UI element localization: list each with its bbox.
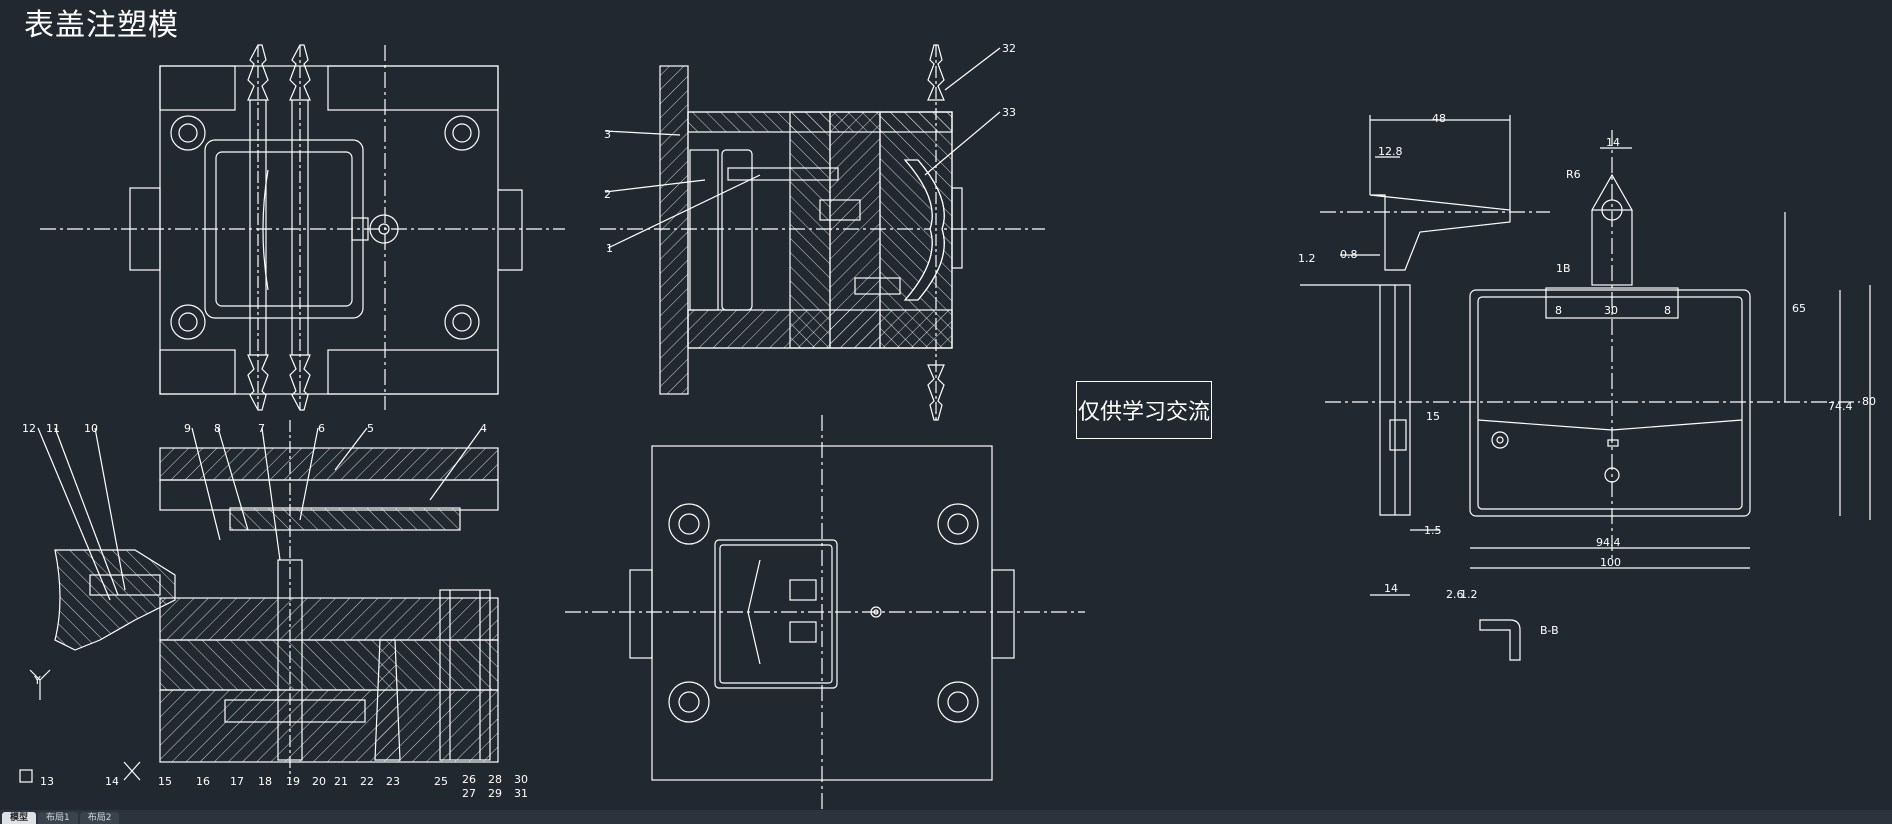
part-label-7: 7 xyxy=(258,422,265,435)
section-label-bb: B-B xyxy=(1540,624,1559,637)
part-label-26: 26 xyxy=(462,773,476,786)
part-label-14: 14 xyxy=(105,775,119,788)
part-label-19: 19 xyxy=(286,775,300,788)
dim-8-right: 8 xyxy=(1664,304,1671,317)
part-label-29: 29 xyxy=(488,787,502,800)
part-label-3: 3 xyxy=(604,128,611,141)
part-label-6: 6 xyxy=(318,422,325,435)
part-label-28: 28 xyxy=(488,773,502,786)
part-label-4: 4 xyxy=(480,422,487,435)
dim-1-2: 1.2 xyxy=(1298,252,1316,265)
part-label-16: 16 xyxy=(196,775,210,788)
tab-layout-2[interactable]: 布局2 xyxy=(79,812,120,824)
part-label-10: 10 xyxy=(84,422,98,435)
part-label-1: 1 xyxy=(606,242,613,255)
dim-2-6: 2.6 xyxy=(1446,588,1464,601)
part-label-5: 5 xyxy=(367,422,374,435)
part-label-12: 12 xyxy=(22,422,36,435)
dim-r6: R6 xyxy=(1566,168,1581,181)
part-label-8: 8 xyxy=(214,422,221,435)
part-drawing-right: 48 14 12.8 R6 1.2 0.8 1B 8 30 8 65 74.4 … xyxy=(1298,112,1876,661)
part-label-32: 32 xyxy=(1002,42,1016,55)
part-label-2: 2 xyxy=(604,188,611,201)
part-label-15: 15 xyxy=(158,775,172,788)
section-view-top: 3 2 1 32 33 xyxy=(600,42,1045,421)
tab-model[interactable]: 模型 xyxy=(2,812,37,824)
plan-view-bottom xyxy=(565,415,1085,810)
drawing-title: 表盖注塑模 xyxy=(24,8,179,43)
part-label-20: 20 xyxy=(312,775,326,788)
dim-74-4: 74.4 xyxy=(1828,400,1853,413)
dim-94-4: 94.4 xyxy=(1596,536,1621,549)
dim-1b: 1B xyxy=(1556,262,1571,275)
part-label-23: 23 xyxy=(386,775,400,788)
part-label-30: 30 xyxy=(514,773,528,786)
part-label-18: 18 xyxy=(258,775,272,788)
part-label-22: 22 xyxy=(360,775,374,788)
dim-48: 48 xyxy=(1432,112,1446,125)
layout-tab-bar: 模型 布局1 布局2 xyxy=(0,810,1892,824)
part-label-25: 25 xyxy=(434,775,448,788)
dim-15: 15 xyxy=(1426,410,1440,423)
part-label-27: 27 xyxy=(462,787,476,800)
dim-12-8: 12.8 xyxy=(1378,145,1403,158)
part-label-11: 11 xyxy=(46,422,60,435)
part-label-31: 31 xyxy=(514,787,528,800)
dim-65: 65 xyxy=(1792,302,1806,315)
dim-30: 30 xyxy=(1604,304,1618,317)
dim-14-bottom: 14 xyxy=(1384,582,1398,595)
plan-view-top-left xyxy=(40,44,565,411)
section-view-bottom-left: 12 11 10 9 8 7 6 5 4 13 14 15 16 17 18 1… xyxy=(19,420,528,800)
dim-100: 100 xyxy=(1600,556,1621,569)
dim-80: 80 xyxy=(1862,395,1876,408)
dim-0-8: 0.8 xyxy=(1340,248,1358,261)
dim-1-5: 1.5 xyxy=(1424,524,1442,537)
dim-8-left: 8 xyxy=(1555,304,1562,317)
part-label-9: 9 xyxy=(184,422,191,435)
dim-14: 14 xyxy=(1606,136,1620,149)
part-label-13: 13 xyxy=(40,775,54,788)
part-label-17: 17 xyxy=(230,775,244,788)
part-label-21: 21 xyxy=(334,775,348,788)
watermark-text: 仅供学习交流 xyxy=(1076,381,1212,439)
tab-layout-1[interactable]: 布局1 xyxy=(38,812,78,824)
part-label-33: 33 xyxy=(1002,106,1016,119)
dim-1-2-bottom: 1.2 xyxy=(1460,588,1478,601)
ucs-y-label: Y xyxy=(33,674,41,687)
